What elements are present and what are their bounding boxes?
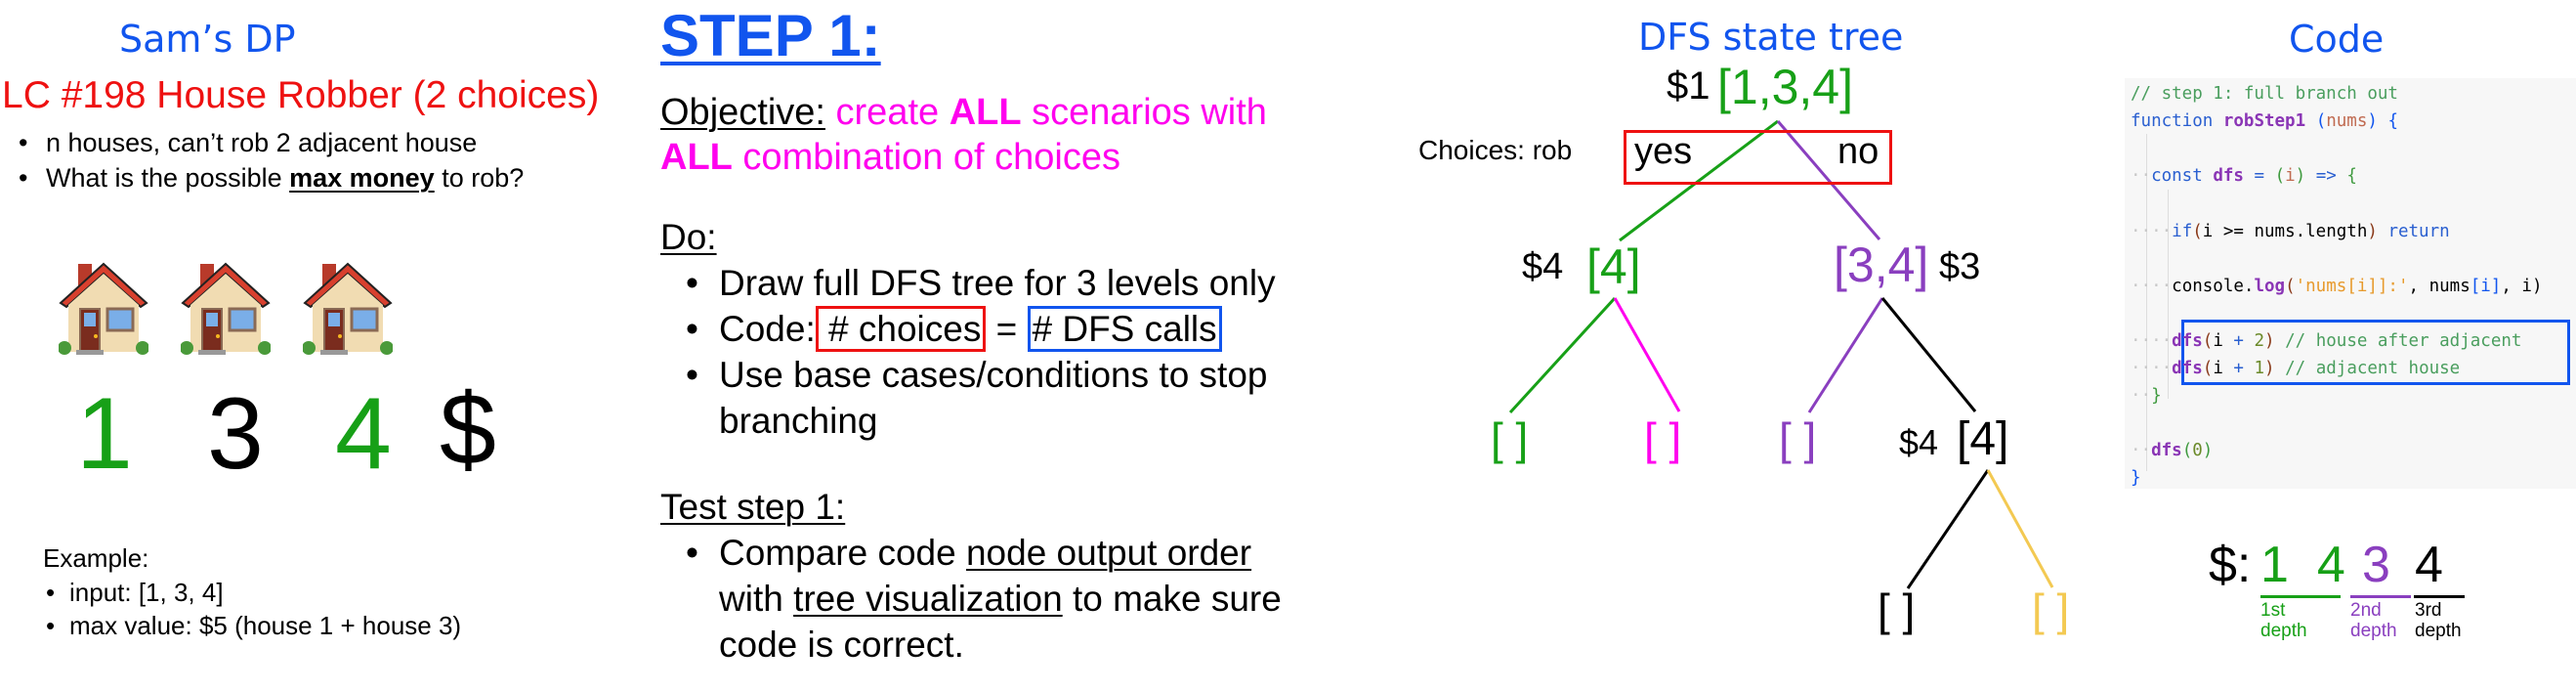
right-right-money: $4 (1899, 422, 1939, 462)
dollar-sign: $ (440, 373, 496, 487)
code-title: Code (2289, 18, 2385, 61)
dfs-calls-box: # DFS calls (1027, 306, 1222, 352)
edge-rr-right (1986, 469, 2054, 588)
house-icon (302, 262, 394, 356)
edge-rr-left (1906, 469, 1990, 589)
rr-right-node: [ ] (2032, 584, 2070, 635)
left-left-node: [ ] (1491, 413, 1529, 464)
edge-left-right (1613, 297, 1681, 412)
objective-label: Objective: (660, 92, 825, 133)
choice-no: no (1837, 131, 1879, 172)
left-right-node: [ ] (1644, 413, 1682, 464)
tree-title: DFS state tree (1638, 16, 1904, 59)
do-item-base-cases: •Use base cases/conditions to stop (686, 355, 1268, 395)
code-line-dfs-i-plus-1: ····dfs(i + 1) // adjacent house (2131, 359, 2461, 378)
test-item-cont2: code is correct. (719, 625, 964, 665)
edge-root-right (1776, 120, 1881, 240)
do-list: •Draw full DFS tree for 3 levels only •C… (686, 260, 1276, 444)
code-line-close-dfs: ··} (2131, 386, 2162, 406)
bullet-constraint: •n houses, can’t rob 2 adjacent house (19, 128, 478, 157)
choices-box: # choices (815, 306, 987, 352)
left-money: $4 (1522, 246, 1564, 287)
example-input: •input: [1, 3, 4] (46, 578, 224, 607)
choices-box (1624, 130, 1892, 185)
example-max-value: •max value: $5 (house 1 + house 3) (46, 611, 462, 640)
test-item: •Compare code node output order (686, 533, 1252, 573)
house-icon (180, 262, 272, 356)
money-label: $: (2209, 537, 2252, 593)
code-line-if: ····if(i >= nums.length) return (2131, 222, 2450, 241)
edge-right-left (1807, 297, 1884, 413)
example-list: •input: [1, 3, 4] •max value: $5 (house … (46, 576, 462, 642)
do-label: Do: (660, 217, 717, 257)
depth2-values: 3 (2362, 537, 2390, 593)
choices-label: Choices: rob (1418, 135, 1573, 165)
panel-title-sams-dp: Sam’s DP (119, 18, 296, 61)
objective: Objective: create ALL scenarios with ALL… (660, 92, 1267, 178)
test-list: •Compare code node output order with tre… (686, 530, 1282, 668)
test-item-cont: with tree visualization to make sure (719, 579, 1282, 619)
bullet-question: •What is the possible max money to rob? (19, 163, 525, 193)
do-item-base-cases-cont: branching (719, 401, 878, 441)
left-node: [4] (1586, 239, 1641, 294)
test-label: Test step 1: (660, 487, 846, 527)
right-left-node: [ ] (1779, 413, 1817, 464)
depth1-values: 1 4 (2260, 537, 2345, 593)
depth1-underline (2260, 595, 2341, 598)
emphasis-max-money: max money (289, 163, 435, 193)
code-editor: // step 1: full branch out function robS… (2125, 78, 2576, 489)
depth3-values: 4 (2415, 537, 2443, 593)
edge-root-left (1619, 119, 1779, 242)
house-value-1: 1 (76, 377, 133, 491)
house-icon (58, 262, 149, 356)
code-line-const-dfs: ··const dfs = (i) => { (2131, 166, 2357, 186)
choice-yes: yes (1634, 131, 1693, 172)
do-item-draw-tree: •Draw full DFS tree for 3 levels only (686, 263, 1276, 303)
edge-left-left (1508, 296, 1617, 414)
example-label: Example: (43, 543, 149, 573)
rr-left-node: [ ] (1878, 584, 1916, 635)
code-line-console-log: ····console.log('nums[i]]:', nums[i], i) (2131, 277, 2543, 296)
root-money: $1 (1667, 65, 1710, 108)
depth3-underline (2414, 595, 2465, 598)
root-node: [1,3,4] (1717, 60, 1853, 114)
edge-right-right (1880, 297, 1977, 412)
right-node: [3,4] (1834, 238, 1929, 292)
right-right-node: [4] (1957, 413, 2009, 465)
step-heading: STEP 1: (660, 3, 881, 68)
problem-title: LC #198 House Robber (2 choices) (2, 74, 600, 116)
depth2-underline (2350, 595, 2411, 598)
code-line-comment: // step 1: full branch out (2131, 84, 2398, 104)
code-line-dfs-i-plus-2: ····dfs(i + 2) // house after adjacent (2131, 331, 2522, 351)
code-line-function: function robStep1 (nums) { (2131, 111, 2399, 131)
code-line-close-function: } (2131, 468, 2141, 488)
house-value-3: 4 (335, 377, 392, 491)
code-line-dfs-call: ··dfs(0) (2131, 441, 2214, 460)
problem-bullets: •n houses, can’t rob 2 adjacent house •W… (19, 125, 525, 195)
house-value-2: 3 (207, 377, 264, 491)
dfs-calls-highlight (2181, 320, 2570, 385)
right-money: $3 (1939, 246, 1981, 287)
do-item-code: •Code: # choices = # DFS calls (686, 306, 1276, 352)
